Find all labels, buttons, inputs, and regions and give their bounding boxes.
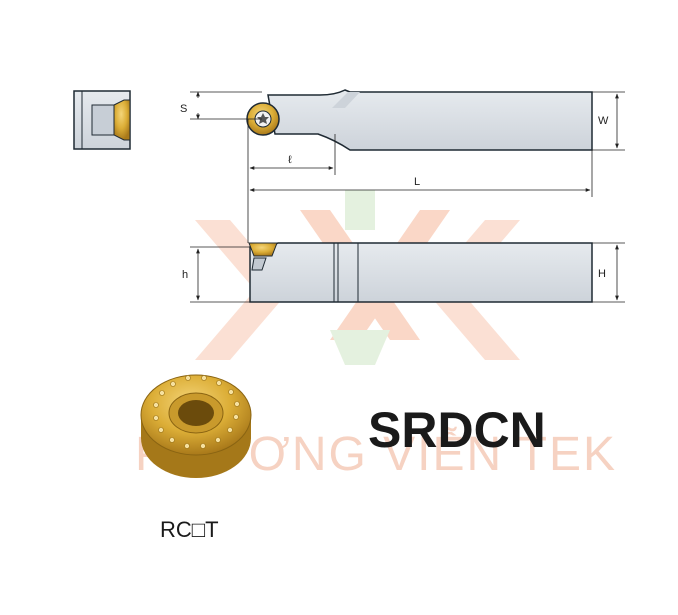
dim-l-total: L — [247, 150, 593, 243]
dim-h-total-label: H — [598, 268, 606, 280]
end-view — [73, 90, 131, 150]
dim-w-label: W — [598, 115, 609, 127]
dim-l-total-label: L — [414, 176, 420, 188]
dim-s-label: S — [180, 103, 187, 115]
insert-side-icon — [248, 242, 278, 257]
round-insert-icon — [140, 374, 252, 478]
top-view — [246, 89, 593, 151]
dim-w: W — [592, 91, 625, 151]
dim-h-small: h — [182, 246, 250, 303]
dim-l-small-label: ℓ — [288, 154, 292, 166]
dim-s: S — [180, 91, 262, 120]
product-title: SRDCN — [368, 402, 546, 458]
dim-l-small: ℓ — [247, 119, 336, 175]
insert-code: RC□T — [160, 517, 219, 542]
dim-h-total: H — [592, 242, 625, 303]
side-view — [248, 242, 593, 303]
dim-h-small-label: h — [182, 269, 188, 281]
